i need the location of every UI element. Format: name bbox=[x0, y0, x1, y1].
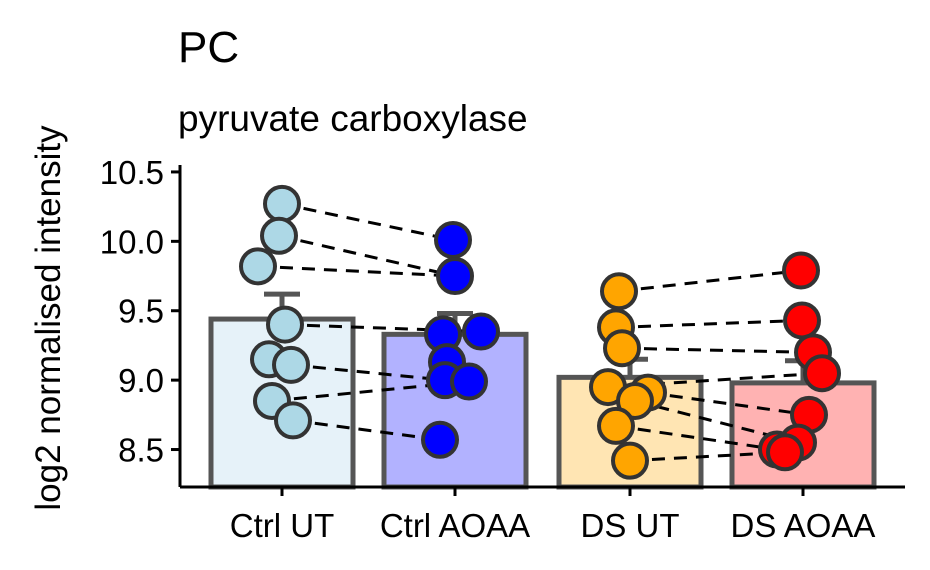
data-point-0-7 bbox=[274, 401, 312, 440]
data-point-3-7 bbox=[766, 433, 804, 472]
y-tick-label-1: 9.0 bbox=[118, 362, 164, 399]
pair-line-0-1 bbox=[278, 234, 456, 278]
data-point-0-2 bbox=[239, 247, 277, 286]
y-tick-label-0: 8.5 bbox=[118, 432, 164, 469]
data-point-3-0 bbox=[782, 251, 820, 290]
data-point-2-0 bbox=[600, 272, 638, 311]
chart-title: PC bbox=[178, 23, 239, 72]
data-point-0-1 bbox=[260, 216, 298, 255]
data-points bbox=[239, 184, 841, 480]
y-tick-label-3: 10.0 bbox=[100, 223, 164, 260]
pair-line-1-4 bbox=[647, 391, 810, 417]
pair-line-0-2 bbox=[257, 264, 456, 278]
pair-line-0-4 bbox=[290, 363, 446, 382]
pair-line-1-2 bbox=[621, 346, 814, 354]
data-point-1-7 bbox=[421, 420, 459, 459]
data-point-1-2 bbox=[462, 312, 500, 351]
chart-subtitle: pyruvate carboxylase bbox=[178, 98, 528, 139]
y-tick-label-4: 10.5 bbox=[100, 154, 164, 191]
data-point-0-0 bbox=[263, 184, 301, 223]
data-point-0-3 bbox=[266, 305, 304, 344]
data-point-1-0 bbox=[434, 220, 472, 259]
x-tick-label-3: DS AOAA bbox=[731, 507, 876, 544]
pair-line-1-1 bbox=[615, 318, 803, 329]
data-point-1-6 bbox=[450, 362, 488, 401]
x-tick-label-0: Ctrl UT bbox=[230, 507, 334, 544]
x-tick-label-2: DS UT bbox=[581, 507, 680, 544]
data-point-2-7 bbox=[611, 441, 649, 480]
pair-line-1-7 bbox=[629, 450, 786, 463]
pair-line-1-6 bbox=[615, 424, 778, 452]
y-axis-title: log2 normalised intensity bbox=[29, 125, 68, 511]
data-point-0-5 bbox=[272, 345, 310, 384]
data-point-2-2 bbox=[603, 329, 641, 368]
pair-line-0-6 bbox=[292, 418, 441, 442]
pair-line-1-0 bbox=[618, 268, 802, 293]
data-point-2-6 bbox=[597, 406, 635, 445]
data-point-1-1 bbox=[436, 257, 474, 296]
data-point-3-3 bbox=[803, 354, 841, 393]
y-tick-label-2: 9.5 bbox=[118, 293, 164, 330]
data-point-3-1 bbox=[783, 301, 821, 340]
pair-line-0-0 bbox=[281, 202, 454, 242]
pair-line-1-3 bbox=[607, 371, 823, 389]
data-point-2-5 bbox=[616, 381, 654, 420]
x-tick-label-1: Ctrl AOAA bbox=[380, 507, 530, 544]
